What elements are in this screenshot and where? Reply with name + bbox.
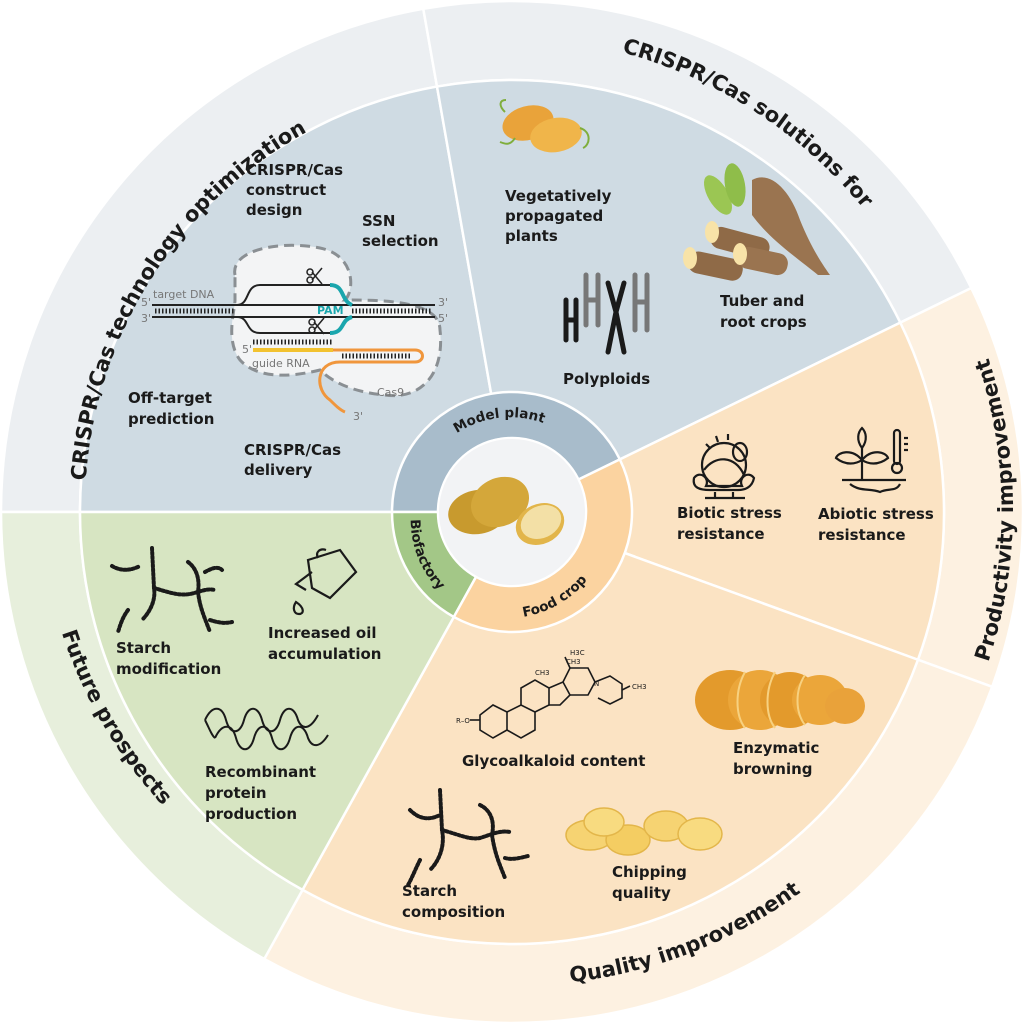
item-label-line: delivery [244,461,313,479]
item-tuber-root-crops: Tuber and root crops [683,163,830,331]
item-off-target-prediction: Off-target prediction [128,389,214,428]
item-label-line: Starch [402,882,457,900]
protein-helix-icon [204,707,329,751]
item-label-line: construct [246,181,326,199]
item-starch-modification: Starch modification [110,546,234,678]
potato-icon [448,476,565,545]
five-prime-label: 5' [141,296,151,309]
three-prime-label: 3' [438,296,448,309]
chem-label: N [594,680,599,688]
cas9-label: Cas9 [377,386,404,399]
five-prime-label: 5' [438,312,448,325]
item-label-line: modification [116,660,221,678]
item-label-line: prediction [128,410,214,428]
chem-label: CH3 [535,669,550,677]
item-label-line: SSN [362,212,396,230]
item-label-line: selection [362,232,439,250]
item-polyploids: Polyploids [563,272,650,388]
browned-potato-icon [695,670,865,730]
pam-site [329,283,354,335]
item-ssn-selection: SSN selection [362,212,439,250]
chem-label: CH3 [632,683,647,691]
item-label-line: root crops [720,313,807,331]
root-crops-icon [683,163,830,281]
item-label-line: browning [733,760,813,778]
item-label-line: production [205,805,297,823]
item-starch-composition: Starch composition [402,788,530,921]
item-abiotic-stress: Abiotic stress resistance [818,426,934,544]
cas9-mechanism-diagram: target DNA 5' 3' 3' 5' PAM 5' guide RNA … [141,243,448,423]
item-label-line: CRISPR/Cas [246,161,343,179]
sprouting-potato-icon [499,99,590,153]
item-recombinant-protein: Recombinant protein production [204,707,329,823]
item-label-line: Enzymatic [733,739,819,757]
item-label-line: propagated [505,207,603,225]
item-label-line: Polyploids [563,370,650,388]
five-prime-label: 5' [242,343,252,356]
starch-molecule-icon [406,788,530,887]
guide-rna-label: guide RNA [252,357,310,370]
potato-chips-icon [565,807,723,856]
item-label-line: Starch [116,639,171,657]
item-label-line: composition [402,903,505,921]
inner-ring [390,390,634,634]
glycoalkaloid-structure-icon [470,656,631,739]
item-label-line: Abiotic stress [818,505,934,523]
item-label-line: resistance [818,526,906,544]
item-label-line: Tuber and [720,292,804,310]
item-label-line: Recombinant [205,763,316,781]
three-prime-label: 3' [353,410,363,423]
item-label-line: Off-target [128,389,212,407]
item-label-line: Vegetatively [505,187,612,205]
item-label-line: Increased oil [268,624,377,642]
item-label-line: Biotic stress [677,504,782,522]
item-label-line: design [246,201,302,219]
pam-label: PAM [317,304,344,317]
item-vegetatively-propagated: Vegetatively propagated plants [499,99,612,245]
item-label-line: resistance [677,525,765,543]
scaffold-rna-strand [318,348,424,414]
three-prime-label: 3' [141,312,151,325]
item-label-line: quality [612,884,671,902]
chem-label: R–O [456,717,470,725]
plant-pest-icon [692,434,756,500]
target-dna-label: target DNA [153,288,215,301]
scissors-icon [308,317,325,335]
chromosomes-icon [563,272,650,355]
chem-label: CH3 [566,658,581,666]
item-label-line: plants [505,227,558,245]
item-enzymatic-browning: Enzymatic browning [695,670,865,778]
scissors-icon [306,267,323,285]
item-glycoalkaloid: H3C CH3 CH3 CH3 N R–O Glycoalkaloid cont… [456,649,647,770]
item-chipping-quality: Chipping quality [565,807,723,902]
plant-thermometer-icon [834,426,908,494]
starch-molecule-icon [110,546,234,634]
item-label-line: Chipping [612,863,687,881]
oil-can-icon [292,548,358,616]
item-label-line: protein [205,784,267,802]
item-delivery: CRISPR/Cas delivery [244,441,341,479]
item-label-line: CRISPR/Cas [244,441,341,459]
chem-label: H3C [570,649,585,657]
item-increased-oil: Increased oil accumulation [268,548,381,663]
item-construct-design: CRISPR/Cas construct design [246,161,343,219]
item-biotic-stress: Biotic stress resistance [677,434,782,543]
item-label-line: Glycoalkaloid content [462,752,645,770]
item-label-line: accumulation [268,645,381,663]
